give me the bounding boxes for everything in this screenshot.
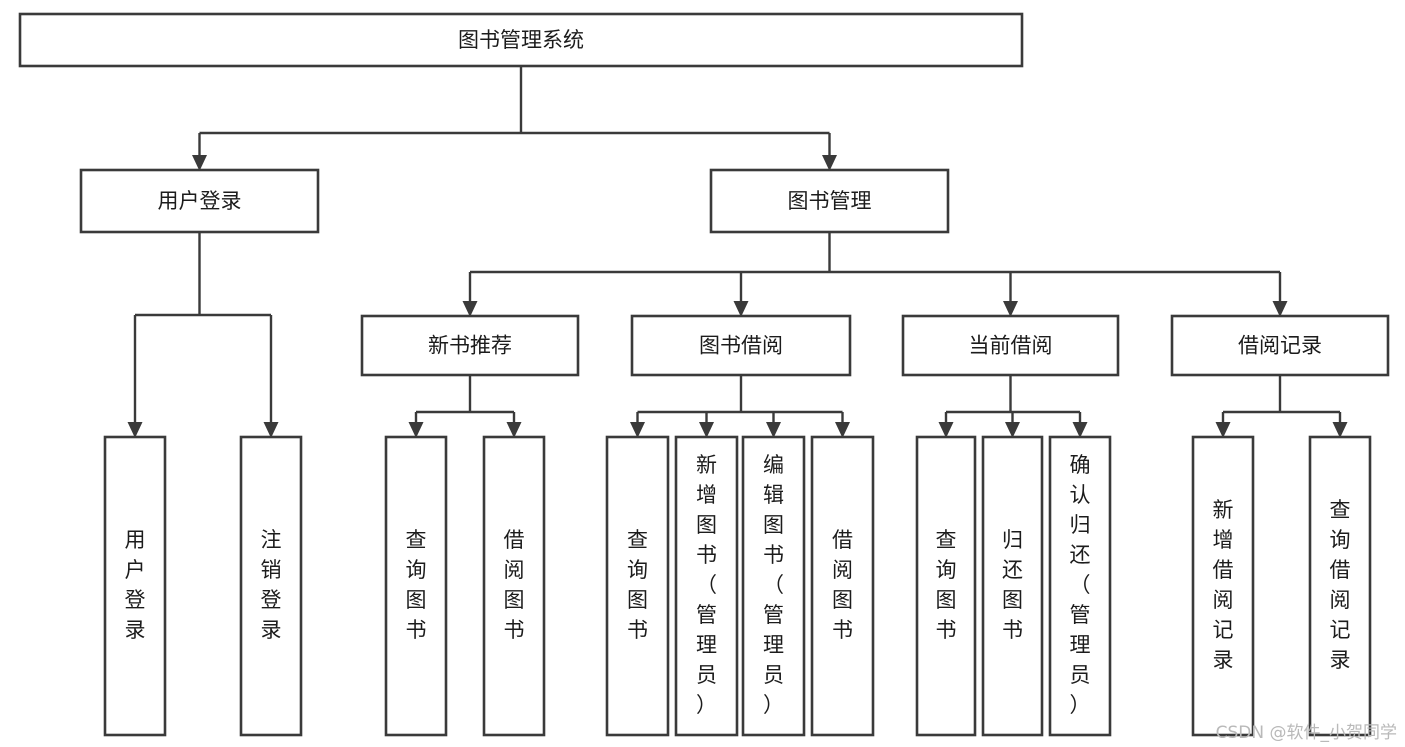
node-box-book-manage (709, 168, 950, 234)
node-box-leaf-return-book (981, 435, 1044, 737)
node-box-leaf-query-book-borrow (605, 435, 670, 737)
arrowhead-icon (1003, 301, 1018, 317)
csdn-watermark: CSDN @软件_小贺同学 (1215, 723, 1397, 743)
node-box-leaf-borrow-book-rec (482, 435, 546, 737)
arrowhead-icon (835, 422, 850, 438)
node-box-leaf-user-login (103, 435, 167, 737)
node-book-manage[interactable]: 图书管理 (709, 168, 950, 234)
node-label-leaf-query-book-cur: 查询图书 (936, 528, 957, 642)
node-box-leaf-query-book-rec (384, 435, 448, 737)
node-leaf-confirm-return-admin[interactable]: 确认归还（管理员） (1048, 435, 1112, 737)
arrowhead-icon (630, 422, 645, 438)
node-box-leaf-confirm-return-admin (1048, 435, 1112, 737)
arrowhead-icon (127, 422, 143, 438)
node-layer: 图书管理系统用户登录图书管理新书推荐图书借阅当前借阅借阅记录用户登录注销登录查询… (18, 12, 1390, 737)
connector-layer (127, 66, 1348, 438)
node-box-new-book-recommend (360, 314, 580, 377)
node-box-leaf-add-book-admin (674, 435, 739, 737)
arrowhead-icon (699, 422, 714, 438)
node-leaf-query-borrow-record[interactable]: 查询借阅记录 (1308, 435, 1372, 737)
arrowhead-icon (1072, 422, 1088, 438)
node-leaf-borrow-book[interactable]: 借阅图书 (810, 435, 875, 737)
node-borrow-record[interactable]: 借阅记录 (1170, 314, 1390, 377)
node-label-leaf-return-book: 归还图书 (1002, 528, 1023, 642)
node-leaf-return-book[interactable]: 归还图书 (981, 435, 1044, 737)
arrowhead-icon (1005, 422, 1020, 438)
node-label-root: 图书管理系统 (458, 28, 584, 52)
node-current-borrow[interactable]: 当前借阅 (901, 314, 1120, 377)
node-leaf-query-book-rec[interactable]: 查询图书 (384, 435, 448, 737)
arrowhead-icon (766, 422, 781, 438)
node-new-book-recommend[interactable]: 新书推荐 (360, 314, 580, 377)
node-label-book-borrow: 图书借阅 (699, 334, 783, 358)
arrowhead-icon (1332, 422, 1348, 438)
node-box-current-borrow (901, 314, 1120, 377)
node-label-leaf-add-borrow-record: 新增借阅记录 (1213, 498, 1234, 672)
node-box-leaf-add-borrow-record (1191, 435, 1255, 737)
node-label-user-login: 用户登录 (158, 189, 242, 213)
node-label-leaf-logout: 注销登录 (261, 528, 282, 642)
node-box-leaf-edit-book-admin (741, 435, 806, 737)
node-box-user-login (79, 168, 320, 234)
node-label-leaf-borrow-book: 借阅图书 (832, 528, 853, 642)
arrowhead-icon (462, 301, 478, 317)
node-label-leaf-query-book-borrow: 查询图书 (627, 528, 648, 642)
node-label-leaf-borrow-book-rec: 借阅图书 (504, 528, 525, 642)
node-leaf-edit-book-admin[interactable]: 编辑图书（管理员） (741, 435, 806, 737)
arrowhead-icon (1215, 422, 1231, 438)
node-label-borrow-record: 借阅记录 (1238, 334, 1322, 358)
node-label-leaf-confirm-return-admin: 确认归还（管理员） (1070, 453, 1091, 717)
node-box-leaf-query-book-cur (915, 435, 977, 737)
node-box-leaf-query-borrow-record (1308, 435, 1372, 737)
arrowhead-icon (822, 155, 837, 171)
node-label-new-book-recommend: 新书推荐 (428, 334, 512, 358)
node-label-current-borrow: 当前借阅 (969, 334, 1053, 358)
arrowhead-icon (263, 422, 279, 438)
node-root[interactable]: 图书管理系统 (18, 12, 1024, 68)
node-label-leaf-query-book-rec: 查询图书 (406, 528, 427, 642)
node-leaf-add-borrow-record[interactable]: 新增借阅记录 (1191, 435, 1255, 737)
arrowhead-icon (408, 422, 424, 438)
arrowhead-icon (192, 155, 207, 171)
node-leaf-borrow-book-rec[interactable]: 借阅图书 (482, 435, 546, 737)
arrowhead-icon (938, 422, 954, 438)
node-user-login[interactable]: 用户登录 (79, 168, 320, 234)
node-book-borrow[interactable]: 图书借阅 (630, 314, 852, 377)
node-box-borrow-record (1170, 314, 1390, 377)
node-label-leaf-user-login: 用户登录 (125, 528, 146, 642)
arrowhead-icon (506, 422, 522, 438)
node-leaf-query-book-cur[interactable]: 查询图书 (915, 435, 977, 737)
arrowhead-icon (733, 301, 749, 317)
node-leaf-query-book-borrow[interactable]: 查询图书 (605, 435, 670, 737)
node-label-leaf-query-borrow-record: 查询借阅记录 (1330, 498, 1351, 672)
node-box-leaf-borrow-book (810, 435, 875, 737)
node-box-root (18, 12, 1024, 68)
node-leaf-logout[interactable]: 注销登录 (239, 435, 303, 737)
node-label-leaf-edit-book-admin: 编辑图书（管理员） (763, 453, 784, 717)
node-label-book-manage: 图书管理 (788, 189, 872, 213)
node-leaf-user-login[interactable]: 用户登录 (103, 435, 167, 737)
node-label-leaf-add-book-admin: 新增图书（管理员） (696, 453, 717, 717)
arrowhead-icon (1272, 301, 1288, 317)
node-box-book-borrow (630, 314, 852, 377)
node-leaf-add-book-admin[interactable]: 新增图书（管理员） (674, 435, 739, 737)
node-box-leaf-logout (239, 435, 303, 737)
